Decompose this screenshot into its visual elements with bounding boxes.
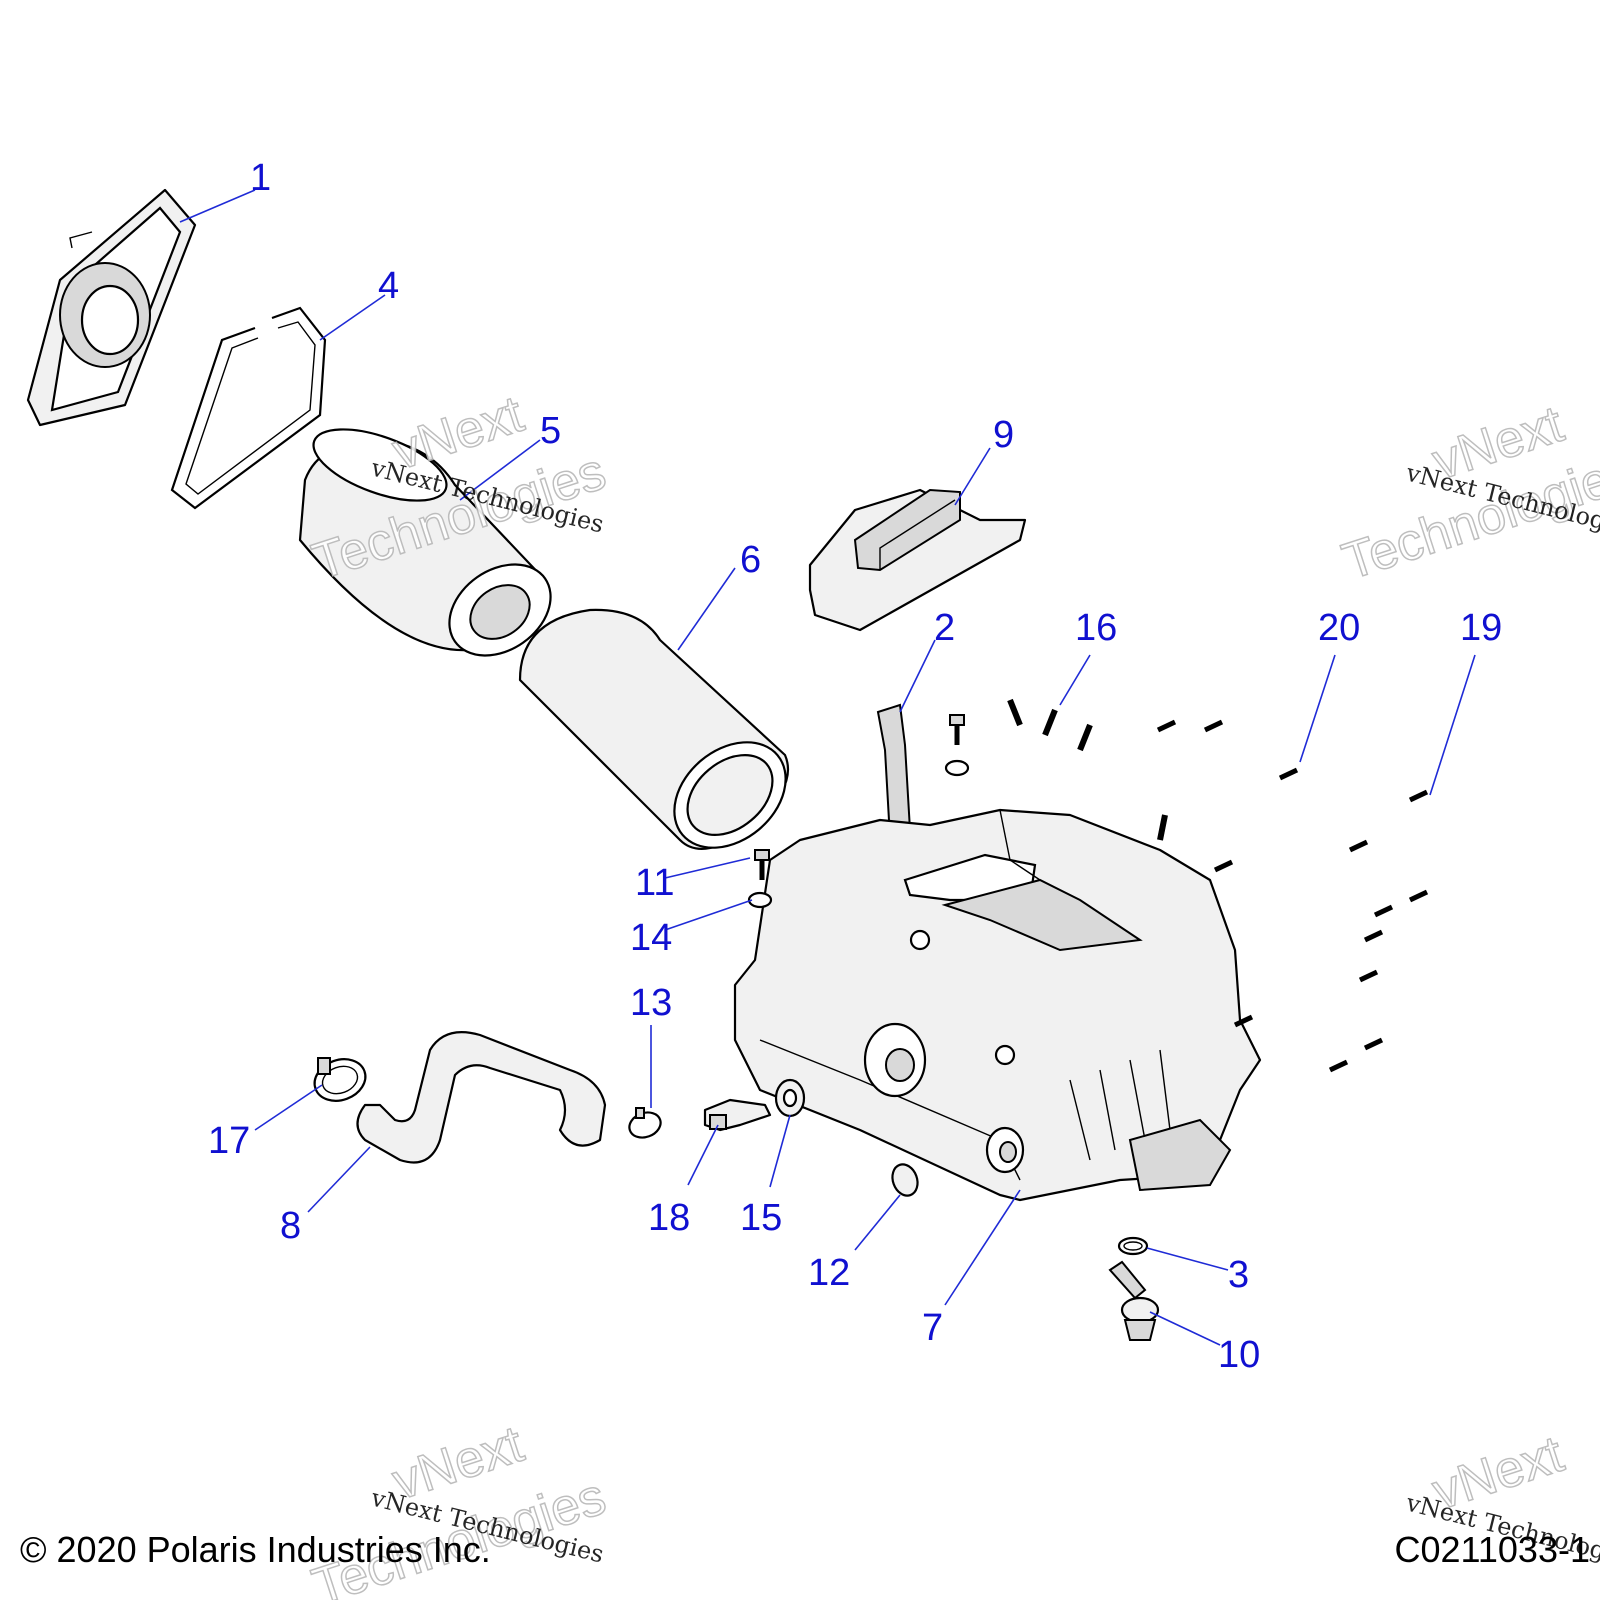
fasteners — [747, 698, 1429, 1073]
callout-8: 8 — [280, 1205, 301, 1247]
part-6-prefilter-sleeve — [518, 608, 790, 850]
callout-labels: 1 4 5 6 9 2 16 20 19 11 14 13 17 8 18 15… — [208, 157, 1502, 1376]
part-7-airbox — [733, 808, 1262, 1202]
callout-4: 4 — [378, 265, 399, 307]
part-15-grommet — [774, 1078, 806, 1118]
leader-7 — [944, 1189, 1021, 1306]
part-17-clamp — [313, 1057, 367, 1102]
leader-16 — [1059, 654, 1091, 706]
copyright-text: © 2020 Polaris Industries Inc. — [20, 1529, 491, 1570]
leader-10 — [1149, 1311, 1221, 1346]
leader-4 — [319, 294, 386, 341]
callout-19: 19 — [1460, 607, 1502, 649]
callout-13: 13 — [630, 982, 672, 1024]
part-8-hose — [356, 1031, 607, 1164]
callout-10: 10 — [1218, 1334, 1260, 1376]
leader-9 — [954, 447, 991, 506]
leader-6 — [677, 567, 736, 651]
part-10-drain-valve — [1108, 1260, 1160, 1341]
leader-8 — [307, 1146, 371, 1213]
leader-11 — [664, 857, 751, 879]
leader-20 — [1299, 654, 1336, 763]
part-13-small-clamp — [628, 1107, 662, 1139]
leader-1 — [179, 189, 256, 223]
bolts-16 — [1007, 698, 1168, 841]
leader-15 — [769, 1114, 791, 1188]
part-5-filter-element — [298, 428, 552, 657]
callout-7: 7 — [922, 1307, 943, 1349]
callout-15: 15 — [740, 1197, 782, 1239]
leader-17 — [254, 1084, 323, 1131]
leader-12 — [854, 1194, 901, 1251]
part-9-bracket — [808, 488, 1027, 632]
callout-16: 16 — [1075, 607, 1117, 649]
part-12-plug — [891, 1163, 919, 1197]
bolt-11 — [754, 849, 770, 880]
callout-9: 9 — [993, 414, 1014, 456]
watermark-top-right: vNext Technologies vNext Technologies — [1335, 394, 1600, 592]
callout-18: 18 — [648, 1197, 690, 1239]
callout-6: 6 — [740, 539, 761, 581]
part-1-intake-cover — [26, 188, 197, 427]
leader-14 — [664, 899, 753, 931]
bolt-2-hardware — [944, 714, 970, 777]
leader-lines — [179, 189, 1476, 1346]
callout-2: 2 — [934, 607, 955, 649]
watermark-bottom-left: vNext Technologies vNext Technologies — [305, 1414, 613, 1600]
leader-18 — [687, 1124, 719, 1186]
callout-1: 1 — [250, 157, 271, 199]
callout-12: 12 — [808, 1252, 850, 1294]
callout-3: 3 — [1228, 1254, 1249, 1296]
callout-17: 17 — [208, 1120, 250, 1162]
part-18-sensor — [703, 1098, 772, 1132]
callout-11: 11 — [635, 862, 674, 904]
screws-19-20 — [1156, 719, 1429, 1073]
part-3-o-ring — [1117, 1236, 1149, 1256]
part-4-seal — [170, 306, 327, 510]
drawing-number: C0211033-1 — [1395, 1529, 1591, 1570]
callout-20: 20 — [1318, 607, 1360, 649]
callout-5: 5 — [540, 410, 561, 452]
leader-5 — [459, 439, 541, 501]
leader-2 — [899, 639, 936, 713]
callout-14: 14 — [630, 917, 672, 959]
part-2-strap — [876, 703, 912, 840]
washer-14 — [747, 891, 773, 909]
leader-19 — [1429, 654, 1476, 796]
leader-3 — [1146, 1247, 1229, 1271]
